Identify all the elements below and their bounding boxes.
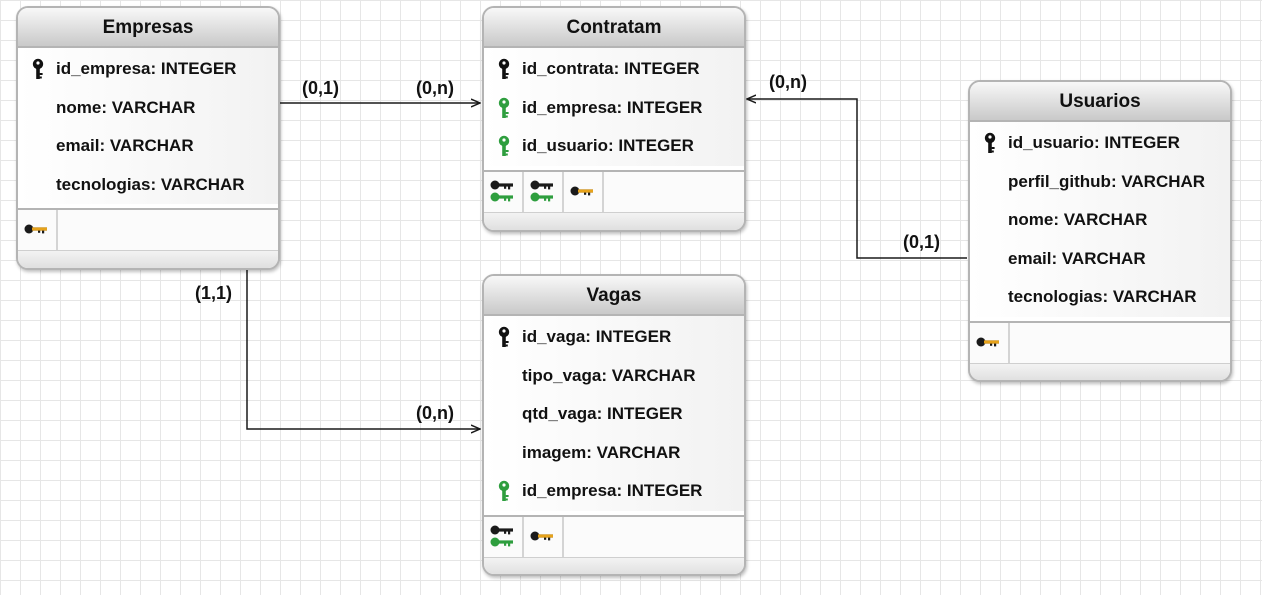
gold-key-icon[interactable] — [970, 322, 1010, 363]
column-row[interactable]: id_vaga: INTEGER — [484, 318, 744, 357]
black-green-keys-icon[interactable] — [484, 516, 524, 557]
key-icon-0 — [496, 58, 512, 82]
black-green-keys-icon[interactable] — [524, 171, 564, 212]
index-footer — [18, 210, 278, 251]
column-label: email: VARCHAR — [1008, 248, 1146, 268]
column-label: id_empresa: INTEGER — [56, 59, 237, 78]
key-icon-1 — [30, 97, 46, 121]
key-icon-4 — [982, 286, 998, 310]
column-label: tipo_vaga: VARCHAR — [522, 365, 696, 385]
table-bottom — [484, 211, 744, 230]
key-icon-4 — [496, 480, 512, 504]
table-usuarios[interactable]: Usuarios id_usuario: INTEGER perfil_gith… — [968, 80, 1232, 382]
edge-empresas-vagas[interactable] — [246, 269, 480, 429]
column-row[interactable]: id_empresa: INTEGER — [18, 50, 278, 89]
black-green-keys-icon[interactable] — [484, 171, 524, 212]
cardinality-label: (0,n) — [769, 72, 807, 92]
column-label: nome: VARCHAR — [56, 97, 196, 117]
table-empresas[interactable]: Empresas id_empresa: INTEGER nome: VARCH… — [16, 6, 280, 270]
column-label: imagem: VARCHAR — [522, 442, 681, 462]
key-icon-0 — [30, 58, 46, 82]
column-row[interactable]: id_empresa: INTEGER — [484, 472, 744, 511]
key-icon-0 — [982, 132, 998, 156]
column-list: id_empresa: INTEGER nome: VARCHAR email:… — [18, 48, 278, 205]
table-bottom — [18, 250, 278, 268]
column-row[interactable]: id_usuario: INTEGER — [970, 124, 1230, 163]
column-label: id_empresa: INTEGER — [522, 481, 703, 501]
table-bottom — [484, 556, 744, 574]
column-list: id_vaga: INTEGER tipo_vaga: VARCHAR qtd_… — [484, 316, 744, 511]
column-list: id_usuario: INTEGER perfil_github: VARCH… — [970, 122, 1230, 317]
divider — [484, 514, 744, 517]
key-icon-3 — [982, 248, 998, 272]
column-row[interactable]: perfil_github: VARCHAR — [970, 163, 1230, 202]
cardinality-label: (1,1) — [195, 283, 233, 303]
edge-usuarios-contratam[interactable] — [747, 99, 967, 259]
column-label: email: VARCHAR — [56, 136, 194, 156]
cardinality-label: (0,1) — [903, 232, 941, 252]
key-icon-2 — [496, 135, 512, 159]
key-icon-1 — [496, 365, 512, 389]
key-icon-2 — [982, 209, 998, 233]
column-label: id_vaga: INTEGER — [522, 327, 672, 346]
column-label: nome: VARCHAR — [1008, 210, 1148, 230]
key-icon-2 — [496, 403, 512, 427]
column-label: tecnologias: VARCHAR — [56, 174, 245, 194]
table-title: Empresas — [18, 8, 278, 48]
cardinality-label: (0,n) — [416, 78, 454, 98]
column-row[interactable]: id_usuario: INTEGER — [484, 127, 744, 166]
table-vagas[interactable]: Vagas id_vaga: INTEGER tipo_vaga: VARCHA… — [482, 274, 746, 576]
column-row[interactable]: id_empresa: INTEGER — [484, 89, 744, 128]
column-row[interactable]: tecnologias: VARCHAR — [18, 166, 278, 205]
divider — [970, 320, 1230, 323]
column-label: id_contrata: INTEGER — [522, 59, 700, 78]
index-footer — [484, 171, 744, 212]
column-row[interactable]: email: VARCHAR — [970, 240, 1230, 279]
index-footer — [970, 322, 1230, 363]
column-label: id_empresa: INTEGER — [522, 97, 703, 117]
table-title: Vagas — [484, 276, 744, 316]
cardinality-label: (0,1) — [302, 78, 340, 98]
column-row[interactable]: tecnologias: VARCHAR — [970, 278, 1230, 317]
gold-key-icon[interactable] — [524, 516, 564, 557]
key-icon-0 — [496, 326, 512, 350]
column-label: perfil_github: VARCHAR — [1008, 171, 1206, 191]
column-label: id_usuario: INTEGER — [1008, 133, 1180, 152]
gold-key-icon[interactable] — [18, 210, 58, 251]
divider — [18, 208, 278, 211]
column-label: id_usuario: INTEGER — [522, 136, 694, 156]
column-row[interactable]: imagem: VARCHAR — [484, 434, 744, 473]
column-row[interactable]: nome: VARCHAR — [18, 89, 278, 128]
column-list: id_contrata: INTEGER id_empresa: INTEGER… — [484, 48, 744, 166]
column-row[interactable]: tipo_vaga: VARCHAR — [484, 357, 744, 396]
gold-key-icon[interactable] — [564, 171, 604, 212]
column-label: tecnologias: VARCHAR — [1008, 287, 1197, 307]
key-icon-1 — [496, 97, 512, 121]
divider — [484, 169, 744, 172]
table-contratam[interactable]: Contratam id_contrata: INTEGER id_empres… — [482, 6, 746, 232]
key-icon-2 — [30, 135, 46, 159]
column-label: qtd_vaga: INTEGER — [522, 404, 683, 424]
table-bottom — [970, 362, 1230, 380]
table-title: Contratam — [484, 8, 744, 48]
column-row[interactable]: email: VARCHAR — [18, 127, 278, 166]
column-row[interactable]: id_contrata: INTEGER — [484, 50, 744, 89]
column-row[interactable]: qtd_vaga: INTEGER — [484, 395, 744, 434]
column-row[interactable]: nome: VARCHAR — [970, 201, 1230, 240]
key-icon-3 — [30, 174, 46, 198]
key-icon-3 — [496, 442, 512, 466]
cardinality-label: (0,n) — [416, 403, 454, 423]
key-icon-1 — [982, 171, 998, 195]
index-footer — [484, 516, 744, 557]
table-title: Usuarios — [970, 82, 1230, 122]
